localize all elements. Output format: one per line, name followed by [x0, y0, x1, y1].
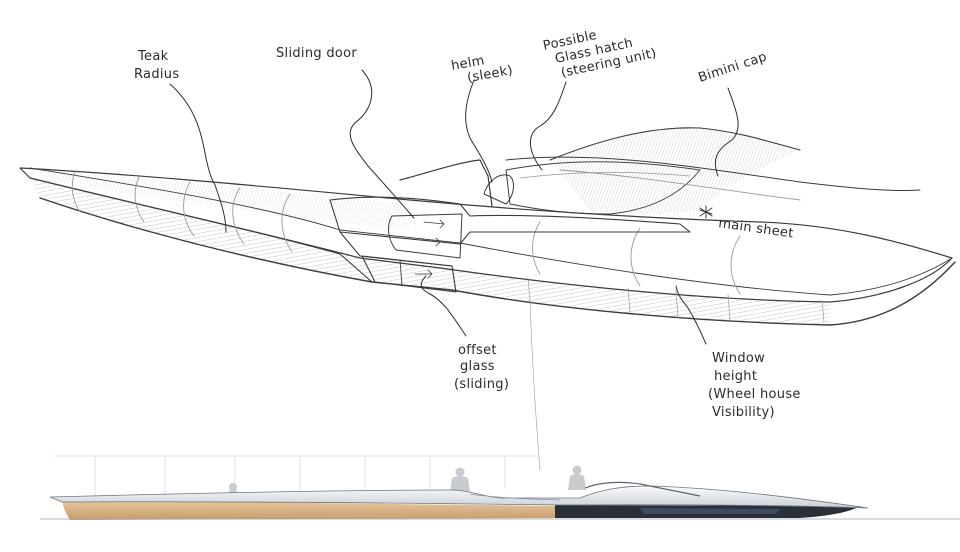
leader-lines	[169, 69, 739, 345]
label-window: Window	[712, 351, 765, 366]
label-visibility: Visibility)	[712, 405, 775, 420]
label-radius: Radius	[134, 67, 179, 82]
annotation-teak-radius: Teak Radius	[134, 49, 179, 82]
annotation-window-height: Window height (Wheel house Visibility)	[708, 351, 801, 420]
side-profile	[40, 455, 960, 520]
annotation-main-sheet: main sheet	[717, 216, 794, 241]
annotation-helm: helm (sleek)	[450, 53, 514, 86]
label-wheel-house: (Wheel house	[708, 387, 801, 402]
label-glass: glass	[460, 359, 495, 374]
label-helm: helm	[450, 53, 486, 74]
annotation-offset-glass: offset glass (sliding)	[454, 343, 509, 392]
label-height: height	[714, 369, 757, 384]
label-sliding-door: Sliding door	[276, 46, 357, 61]
label-bimini: Bimini cap	[697, 50, 769, 86]
scale-figures	[229, 465, 586, 496]
label-offset: offset	[458, 343, 497, 358]
hull-perspective	[19, 127, 956, 326]
annotation-bimini: Bimini cap	[697, 50, 769, 86]
label-main-sheet: main sheet	[717, 216, 794, 241]
label-teak: Teak	[137, 49, 169, 64]
annotation-glass-hatch: Possible Glass hatch (steering unit)	[542, 28, 658, 81]
label-sliding: (sliding)	[454, 377, 509, 392]
annotation-sliding-door: Sliding door	[276, 46, 357, 61]
